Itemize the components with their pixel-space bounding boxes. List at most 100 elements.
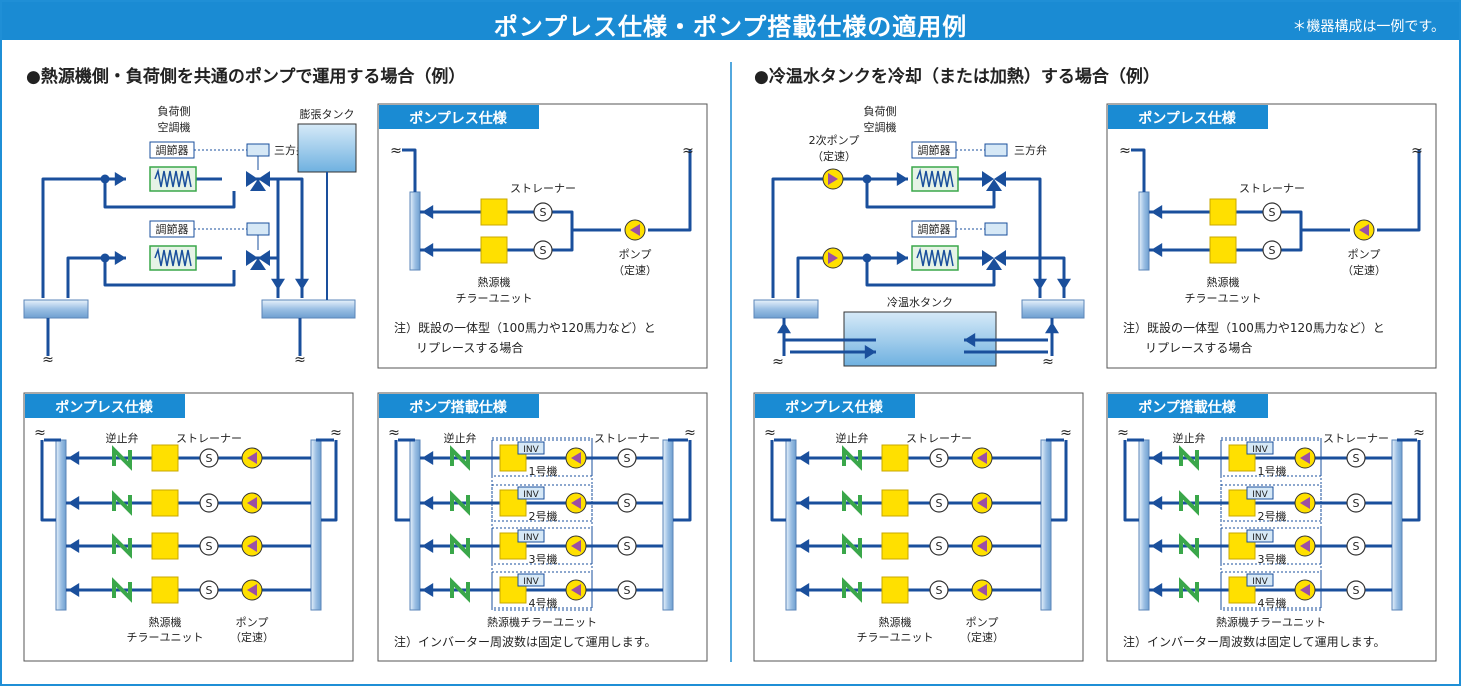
coil-zigzag — [154, 168, 192, 188]
header-pipe — [409, 191, 421, 271]
strainer-icon — [199, 580, 219, 600]
replacement-note: リプレースする場合 — [1145, 340, 1252, 355]
pipe-junction — [862, 253, 872, 263]
panel-box — [1106, 392, 1437, 662]
valve-actuator-icon — [984, 143, 1008, 157]
pipe — [40, 440, 56, 522]
pump-direction-icon — [571, 452, 581, 464]
pipe — [103, 179, 236, 209]
flow-arrow-icon — [777, 322, 791, 334]
pump-module-outline — [491, 437, 593, 611]
pump-direction-icon — [247, 540, 257, 552]
panel-title: ポンプレス仕様 — [1138, 110, 1237, 127]
flow-arrow-icon — [114, 251, 126, 265]
strainer-icon — [1346, 448, 1366, 468]
strainer-label: S — [1353, 497, 1360, 510]
coil-zigzag — [916, 247, 954, 267]
inverter-icon — [1246, 573, 1274, 587]
pump-caption: （定速） — [613, 263, 657, 277]
flow-arrow-icon — [422, 451, 434, 465]
strainer-caption: ストレーナー — [176, 432, 242, 445]
panel-title: ポンプレス仕様 — [409, 110, 508, 127]
pipe — [66, 256, 126, 298]
heat-source-caption: チラーユニット — [127, 631, 204, 644]
check-valve-icon — [112, 445, 132, 471]
valve-actuator-icon — [984, 222, 1008, 236]
header-pipe — [1138, 191, 1150, 271]
three-way-valve-icon — [246, 250, 258, 266]
three-way-valve-icon — [986, 179, 1002, 191]
inverter-label: INV — [523, 490, 539, 500]
flow-arrow-icon — [896, 251, 908, 265]
strainer-label: S — [206, 540, 213, 553]
strainer-label: S — [540, 206, 547, 219]
strainer-label: S — [624, 584, 631, 597]
header-pipe — [261, 299, 356, 319]
replacement-note: 注）既設の一体型（100馬力や120馬力など）と — [394, 320, 656, 335]
load-label: 空調機 — [158, 120, 191, 134]
pipe — [771, 177, 908, 298]
heat-source-caption: 熱源機 — [879, 615, 912, 629]
load-label: 負荷側 — [158, 105, 191, 118]
flow-arrow-icon — [1151, 539, 1163, 553]
unit-number-label: 4号機 — [529, 596, 558, 610]
pump-direction-icon — [977, 540, 987, 552]
flow-arrow-icon — [295, 278, 309, 290]
strainer-label: S — [936, 584, 943, 597]
panel-title: ポンプ搭載仕様 — [1138, 399, 1237, 416]
flow-arrow-icon — [422, 539, 434, 553]
strainer-icon — [199, 536, 219, 556]
pump-unit-outline — [491, 439, 593, 477]
strainer-label: S — [206, 584, 213, 597]
pipe-break-icon: ≈ — [1042, 354, 1054, 370]
inverter-label: INV — [1252, 577, 1268, 587]
pipe-junction — [862, 174, 872, 184]
strainer-icon — [1346, 580, 1366, 600]
flow-arrow-icon — [422, 243, 434, 257]
flow-arrow-icon — [798, 451, 810, 465]
pipe-junction — [100, 253, 110, 263]
pump-direction-icon — [571, 584, 581, 596]
heat-source-caption: 熱源機 — [1207, 275, 1240, 289]
chiller-unit-icon — [881, 532, 909, 560]
pump-caption: （定速） — [960, 630, 1004, 644]
check-valve-icon — [1179, 533, 1199, 559]
inverter-label: INV — [523, 577, 539, 587]
pipe — [1377, 150, 1421, 232]
strainer-caption: ストレーナー — [1323, 432, 1389, 445]
panel-title: ポンプレス仕様 — [55, 399, 154, 416]
strainer-label: S — [936, 497, 943, 510]
pipe-break-icon: ≈ — [294, 352, 306, 368]
unit-number-label: 1号機 — [529, 464, 558, 478]
flow-arrow-icon — [271, 278, 285, 290]
pump-caption: ポンプ — [1348, 248, 1381, 261]
pump-unit-outline — [491, 484, 593, 522]
header-pipe — [1040, 439, 1052, 611]
pipe-junction — [100, 174, 110, 184]
inverter-label: INV — [1252, 490, 1268, 500]
chiller-unit-icon — [151, 532, 179, 560]
strainer-label: S — [936, 540, 943, 553]
flow-arrow-icon — [422, 496, 434, 510]
panel-title: ポンプ搭載仕様 — [409, 399, 508, 416]
inverter-icon — [1246, 486, 1274, 500]
strainer-label: S — [1269, 244, 1276, 257]
pipe-break-icon: ≈ — [684, 425, 696, 441]
check-valve-icon — [112, 490, 132, 516]
strainer-label: S — [1353, 540, 1360, 553]
expansion-tank-label: 膨張タンク — [300, 107, 355, 121]
check-valve-icon — [450, 577, 470, 603]
strainer-icon — [617, 536, 637, 556]
strainer-icon — [929, 536, 949, 556]
strainer-icon — [533, 240, 553, 260]
strainer-icon — [929, 580, 949, 600]
pump-direction-icon — [571, 540, 581, 552]
three-way-valve-icon — [250, 179, 266, 191]
strainer-icon — [617, 580, 637, 600]
strainer-label: S — [206, 497, 213, 510]
pipe-break-icon: ≈ — [1117, 425, 1129, 441]
heat-source-caption: チラーユニット — [456, 292, 533, 305]
chilled-water-tank-label: 冷温水タンク — [887, 296, 953, 309]
inverter-note: 注）インバーター周波数は固定して運用します。 — [1123, 634, 1385, 649]
three-way-valve-icon — [258, 250, 270, 266]
